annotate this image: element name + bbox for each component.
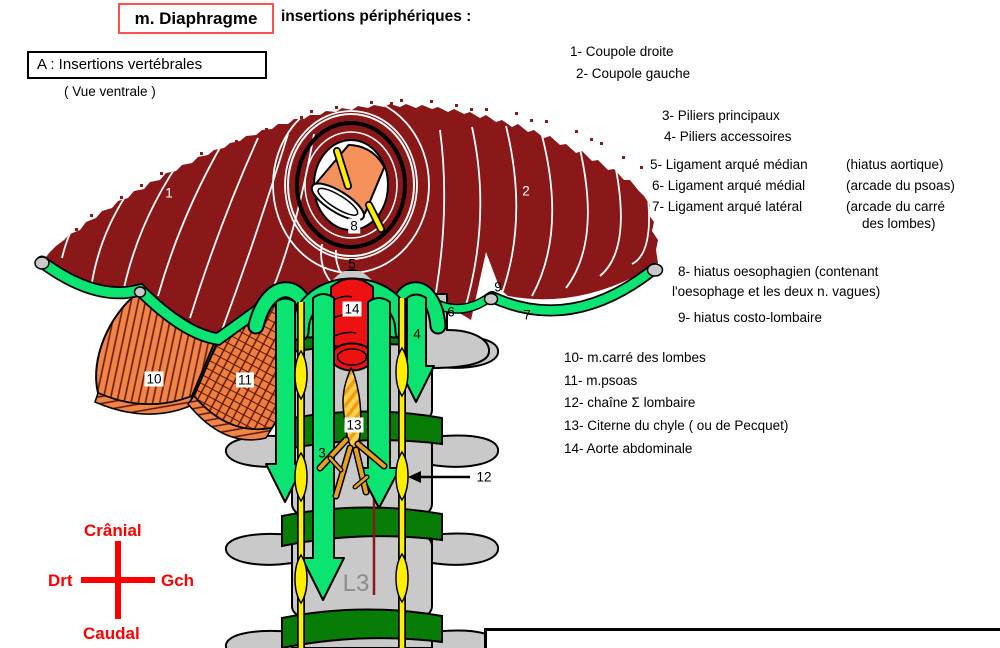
view-note: ( Vue ventrale ) — [64, 84, 156, 99]
quadratus-lumborum-muscle — [94, 289, 218, 415]
legend-note-7: (arcade du carré — [846, 199, 946, 214]
bottom-right-box — [484, 628, 1000, 648]
legend-item-1: 1- Coupole droite — [570, 44, 674, 59]
figure-label-11: 11 — [235, 372, 255, 388]
legend-item-13: 13- Citerne du chyle ( ou de Pecquet) — [564, 418, 789, 433]
arcade-attachment-tips — [34, 256, 664, 306]
figure-label-14: 14 — [342, 301, 362, 317]
compass-gauche: Gch — [161, 571, 195, 590]
orientation-compass-cross — [81, 541, 155, 619]
legend-item-9: 9- hiatus costo-lombaire — [678, 310, 823, 325]
label-12-arrow — [408, 471, 470, 483]
figure-label-12: 12 — [476, 469, 492, 485]
sympathetic-ganglia — [294, 346, 409, 605]
vertebra-label-L3: L3 — [342, 570, 370, 597]
figure-label-4: 4 — [413, 326, 421, 342]
figure-label-6: 6 — [447, 304, 455, 320]
figure-label-7: 7 — [523, 307, 531, 323]
figure-label-9: 9 — [494, 279, 502, 295]
legend-item-14: 14- Aorte abdominale — [564, 441, 693, 456]
legend-note-6: (arcade du psoas) — [846, 178, 955, 193]
sympathetic-chains — [294, 298, 409, 648]
figure-label-10: 10 — [144, 371, 164, 387]
page-subtitle: insertions périphériques : — [281, 8, 472, 25]
figure-label-2: 2 — [522, 183, 530, 199]
figure-label-1: 1 — [165, 185, 173, 201]
figure-label-5: 5 — [348, 256, 356, 272]
legend-item-12: 12- chaîne Σ lombaire — [564, 395, 696, 410]
legend-item-2: 2- Coupole gauche — [576, 66, 691, 81]
title-box: m. Diaphragme — [118, 3, 274, 34]
figure-label-8: 8 — [348, 218, 360, 234]
legend-item-8: 8- hiatus oesophagien (contenant — [678, 264, 879, 279]
legend-item-10: 10- m.carré des lombes — [564, 350, 706, 365]
legend-item-8b: l'oesophage et les deux n. vagues) — [672, 284, 881, 299]
legend-note-5: (hiatus aortique) — [846, 157, 944, 172]
legend-item-7: 7- Ligament arqué latéral — [652, 199, 803, 214]
figure-label-3: 3 — [318, 445, 326, 461]
compass-cranial: Crânial — [84, 521, 142, 540]
vagus-nerve — [333, 147, 385, 233]
figure-label-13: 13 — [344, 417, 364, 433]
compass-caudal: Caudal — [83, 624, 140, 643]
legend-item-6: 6- Ligament arqué médial — [652, 178, 806, 193]
legend-note-7b: des lombes) — [862, 216, 936, 231]
compass-droite: Drt — [48, 571, 73, 590]
esophageal-hiatus — [287, 113, 415, 257]
section-label-box: A : Insertions vertébrales — [27, 51, 267, 79]
legend-item-4: 4- Piliers accessoires — [664, 129, 792, 144]
abdominal-aorta — [330, 277, 374, 372]
legend-item-3: 3- Piliers principaux — [662, 108, 780, 123]
legend-item-5: 5- Ligament arqué médian — [650, 157, 808, 172]
legend-item-11: 11- m.psoas — [564, 373, 638, 388]
